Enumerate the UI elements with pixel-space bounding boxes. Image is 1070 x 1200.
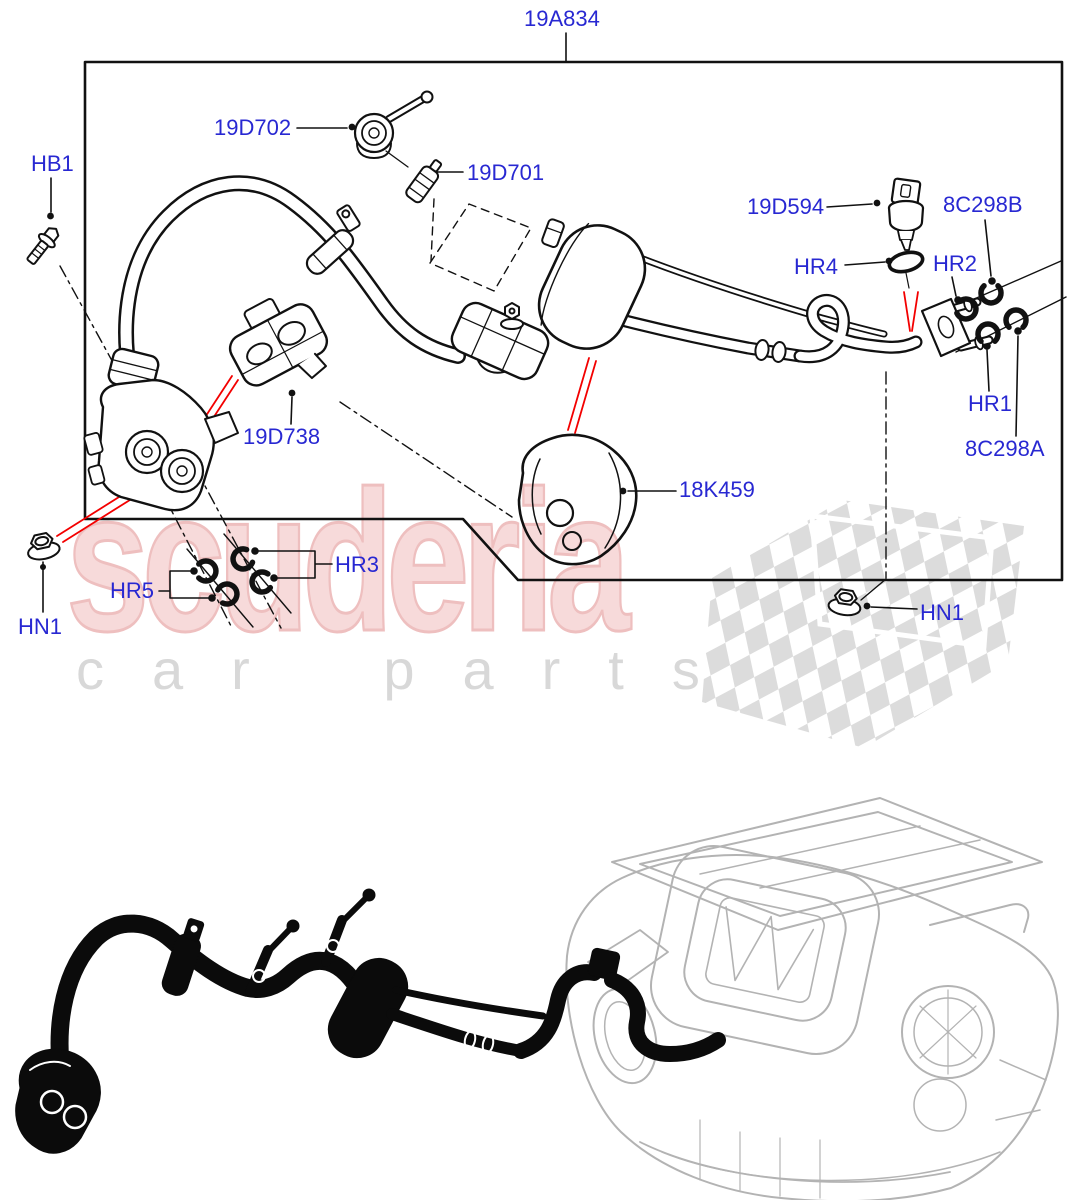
part-label-HR3: HR3	[335, 552, 380, 577]
part-label-HR1: HR1	[968, 391, 1013, 416]
sensor-19D702	[353, 90, 434, 159]
clip-HR3-a	[230, 546, 256, 572]
clip-HR2	[954, 296, 979, 322]
clip-HR3-b	[249, 569, 274, 595]
part-label-HN1-right: HN1	[920, 600, 965, 625]
part-label-HR4: HR4	[794, 254, 839, 279]
watermark-tagline: car parts	[76, 638, 748, 701]
hose-clamp	[305, 204, 361, 275]
clip-8C298B	[978, 283, 1004, 306]
part-label-19D594: 19D594	[747, 194, 825, 219]
part-label-19D701: 19D701	[467, 160, 545, 185]
part-label-8C298B: 8C298B	[943, 192, 1023, 217]
grommet-18K459	[517, 433, 638, 566]
sensor-19D594	[887, 177, 925, 251]
oring-HR4	[887, 250, 925, 274]
clip-HR5-b	[215, 581, 240, 607]
part-label-8C298A: 8C298A	[965, 436, 1045, 461]
part-label-HR2: HR2	[933, 251, 978, 276]
part-label-19A834: 19A834	[524, 6, 600, 31]
heater-hose	[118, 175, 466, 410]
part-label-HR5: HR5	[110, 578, 155, 603]
heater-pipes	[599, 246, 923, 364]
hose-connector-block	[450, 301, 550, 381]
pipe-bracket-19D738	[228, 298, 329, 387]
clip-8C298A	[1003, 307, 1029, 330]
part-label-HB1: HB1	[31, 151, 74, 176]
part-label-19D702: 19D702	[214, 115, 292, 140]
clip-HR1	[975, 321, 1001, 344]
checkered-flag-icon	[702, 500, 1024, 748]
part-label-19D738: 19D738	[243, 424, 321, 449]
valve-19D701	[385, 150, 532, 292]
part-label-HN1-left: HN1	[18, 614, 63, 639]
bolt-HB1	[26, 227, 60, 265]
part-label-18K459: 18K459	[679, 477, 755, 502]
leader-lines	[42, 32, 1019, 613]
hvac-unit-drawing	[565, 797, 1059, 1200]
exploded-view-box	[26, 32, 1067, 629]
nut-HN1-right	[827, 588, 862, 617]
clip-HR5-a	[196, 558, 219, 584]
nut-HN1-left	[27, 532, 61, 561]
construction-lines	[59, 265, 887, 629]
heater-pipe-manifold	[83, 347, 239, 512]
hose-assembly-silhouette	[15, 888, 726, 1154]
